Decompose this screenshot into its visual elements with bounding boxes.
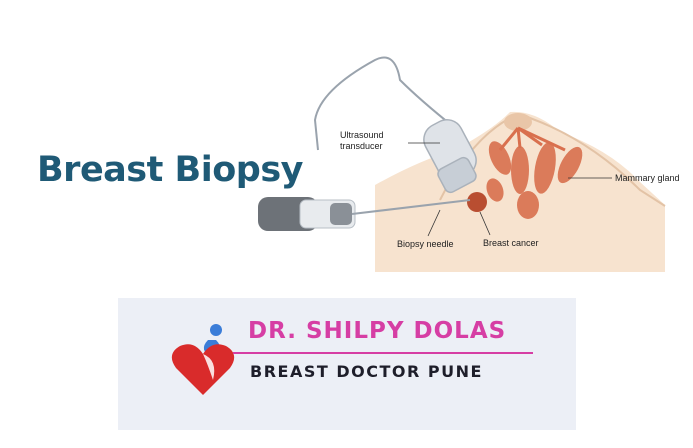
label-ultrasound-1: Ultrasound xyxy=(340,130,384,140)
doctor-banner: DR. SHILPY DOLAS BREAST DOCTOR PUNE xyxy=(118,298,576,430)
doctor-tagline: BREAST DOCTOR PUNE xyxy=(250,362,483,381)
biopsy-diagram: Ultrasound transducer Mammary gland Biop… xyxy=(258,56,680,272)
leader-lines xyxy=(408,142,612,237)
label-breast-cancer: Breast cancer xyxy=(483,238,539,248)
gland-ducts xyxy=(498,126,566,152)
tumor xyxy=(467,192,487,212)
mammary-glands xyxy=(486,141,583,219)
transducer-probe xyxy=(423,119,477,194)
page-title: Breast Biopsy xyxy=(37,150,303,190)
brand-divider xyxy=(233,352,533,354)
biopsy-needle-device xyxy=(258,197,471,231)
transducer-cable xyxy=(313,56,456,151)
label-mammary-gland: Mammary gland xyxy=(615,173,680,183)
doctor-name: DR. SHILPY DOLAS xyxy=(248,318,507,344)
nipple xyxy=(504,113,532,131)
heart-logo-icon xyxy=(171,324,235,395)
label-ultrasound-2: transducer xyxy=(340,141,383,151)
label-biopsy-needle: Biopsy needle xyxy=(397,239,454,249)
